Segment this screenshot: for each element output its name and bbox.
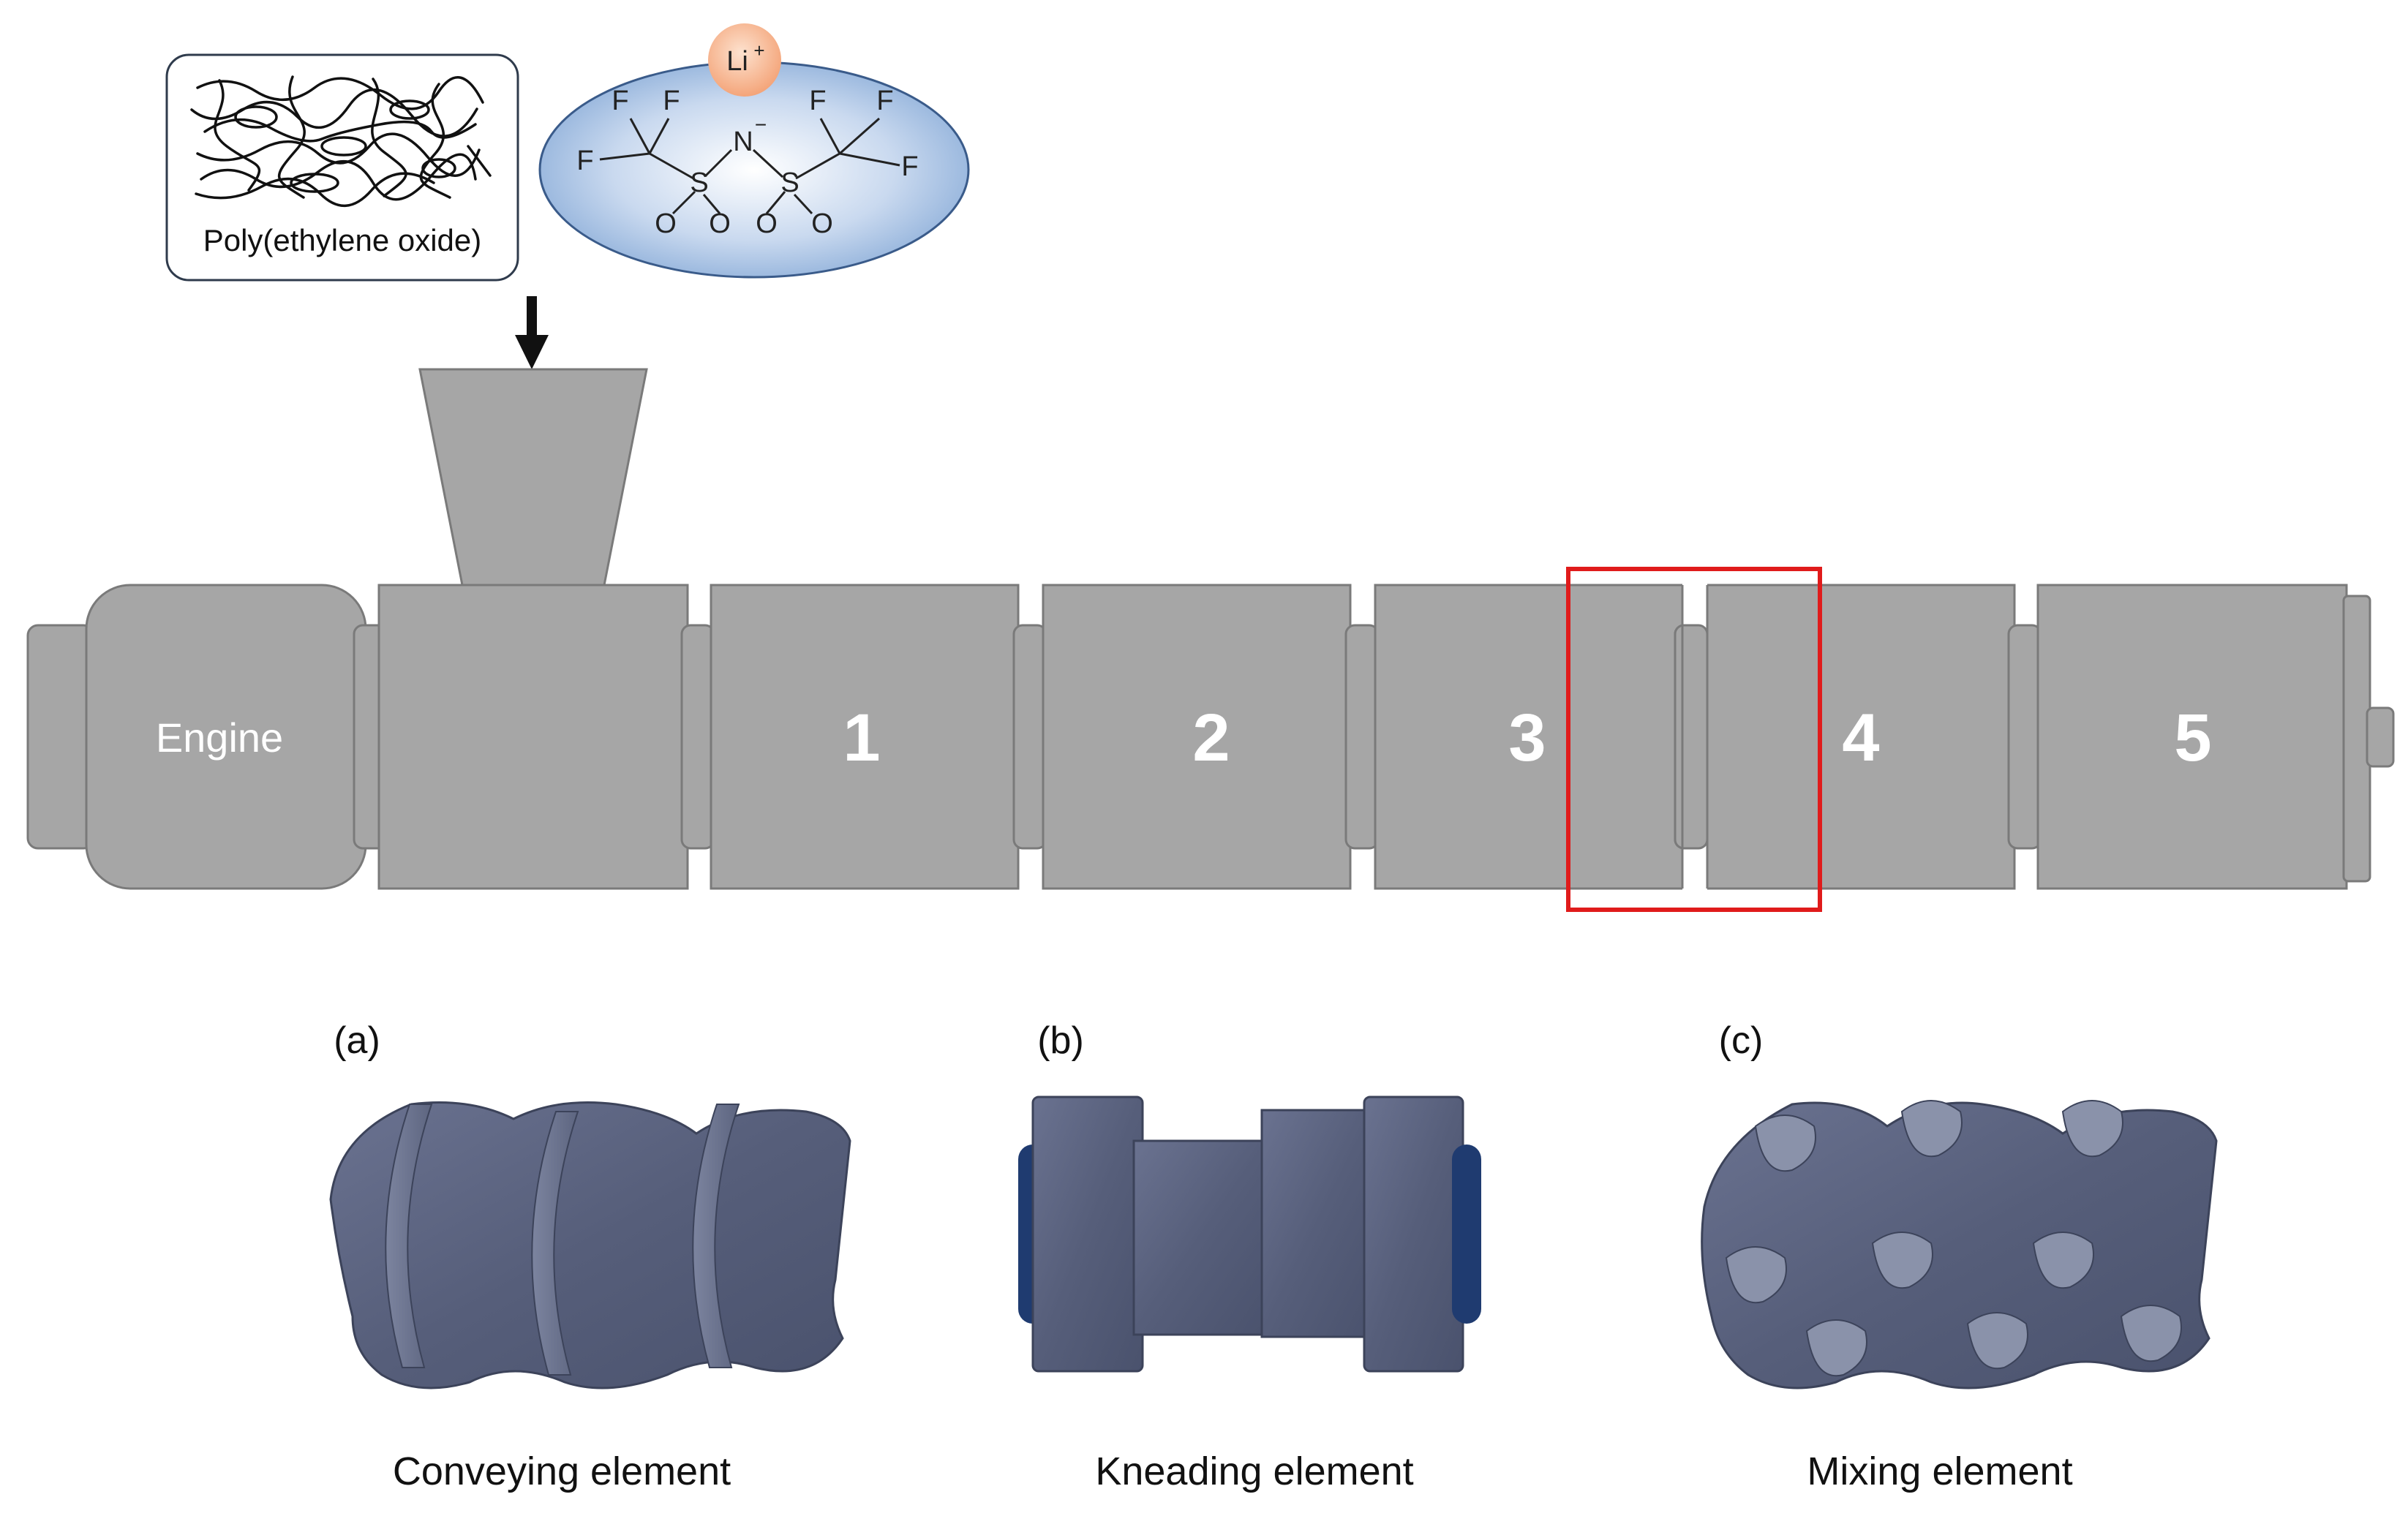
anion-charge: − <box>755 113 767 136</box>
tag-b: (b) <box>1037 1019 1084 1062</box>
feed-arrow-icon <box>515 296 549 369</box>
atom-o2: O <box>709 208 731 239</box>
mixing-element: (c) Mixing element <box>1701 1019 2218 1493</box>
atom-o4: O <box>811 208 833 239</box>
screw-section-highlight <box>1566 567 1822 912</box>
caption-conveying: Conveying element <box>393 1449 731 1493</box>
atom-f4: F <box>809 86 826 116</box>
coupling-3 <box>1012 624 1047 850</box>
feed-zone <box>377 584 689 890</box>
coupling-2 <box>680 624 715 850</box>
polymer-box: Poly(ethylene oxide) <box>165 53 519 282</box>
kneading-element: (b) Kneading element <box>1018 1019 1481 1493</box>
zone-1 <box>710 584 1020 890</box>
tfsi-structure <box>599 117 900 215</box>
engine-label: Engine <box>156 714 283 761</box>
zone-5 <box>2036 584 2348 890</box>
atom-n: N <box>733 127 753 157</box>
zone-label-5: 5 <box>2174 701 2211 775</box>
atom-s1: S <box>690 167 708 198</box>
polymer-label: Poly(ethylene oxide) <box>203 223 482 257</box>
zone-4 <box>1704 584 2016 890</box>
cation-symbol: Li <box>726 46 748 77</box>
caption-kneading: Kneading element <box>1095 1449 1413 1493</box>
atom-s2: S <box>780 167 799 198</box>
cation-charge: + <box>753 39 764 61</box>
lithium-salt-ellipse: Li + F F F S N − S F F <box>538 23 970 279</box>
tfsi-atoms: F F F S N − S F F F O O O O <box>576 86 918 239</box>
end-nozzle <box>2366 706 2395 768</box>
atom-f5: F <box>876 86 893 116</box>
atom-f3: F <box>576 146 593 176</box>
extruder-barrel <box>26 584 2395 890</box>
caption-mixing: Mixing element <box>1807 1449 2072 1493</box>
zone-3 <box>1374 584 1684 890</box>
engine-shaft-stub <box>26 624 95 850</box>
atom-o3: O <box>756 208 778 239</box>
coupling-4 <box>1344 624 1380 850</box>
atom-f6: F <box>901 151 918 182</box>
polymer-chains-icon <box>190 75 492 207</box>
zone-label-1: 1 <box>843 701 880 775</box>
atom-f1: F <box>612 86 628 116</box>
atom-f2: F <box>663 86 680 116</box>
hopper <box>418 368 648 587</box>
tag-c: (c) <box>1719 1019 1764 1062</box>
zone-label-2: 2 <box>1192 701 1230 775</box>
zone-label-3: 3 <box>1508 701 1546 775</box>
atom-o1: O <box>655 208 677 239</box>
conveying-element: (a) Conveying element <box>329 1019 851 1493</box>
zone-label-4: 4 <box>1842 701 1879 775</box>
tag-a: (a) <box>334 1019 380 1062</box>
zone-2 <box>1042 584 1352 890</box>
coupling-6 <box>2007 624 2042 850</box>
lithium-cation-icon: Li + <box>708 23 781 97</box>
